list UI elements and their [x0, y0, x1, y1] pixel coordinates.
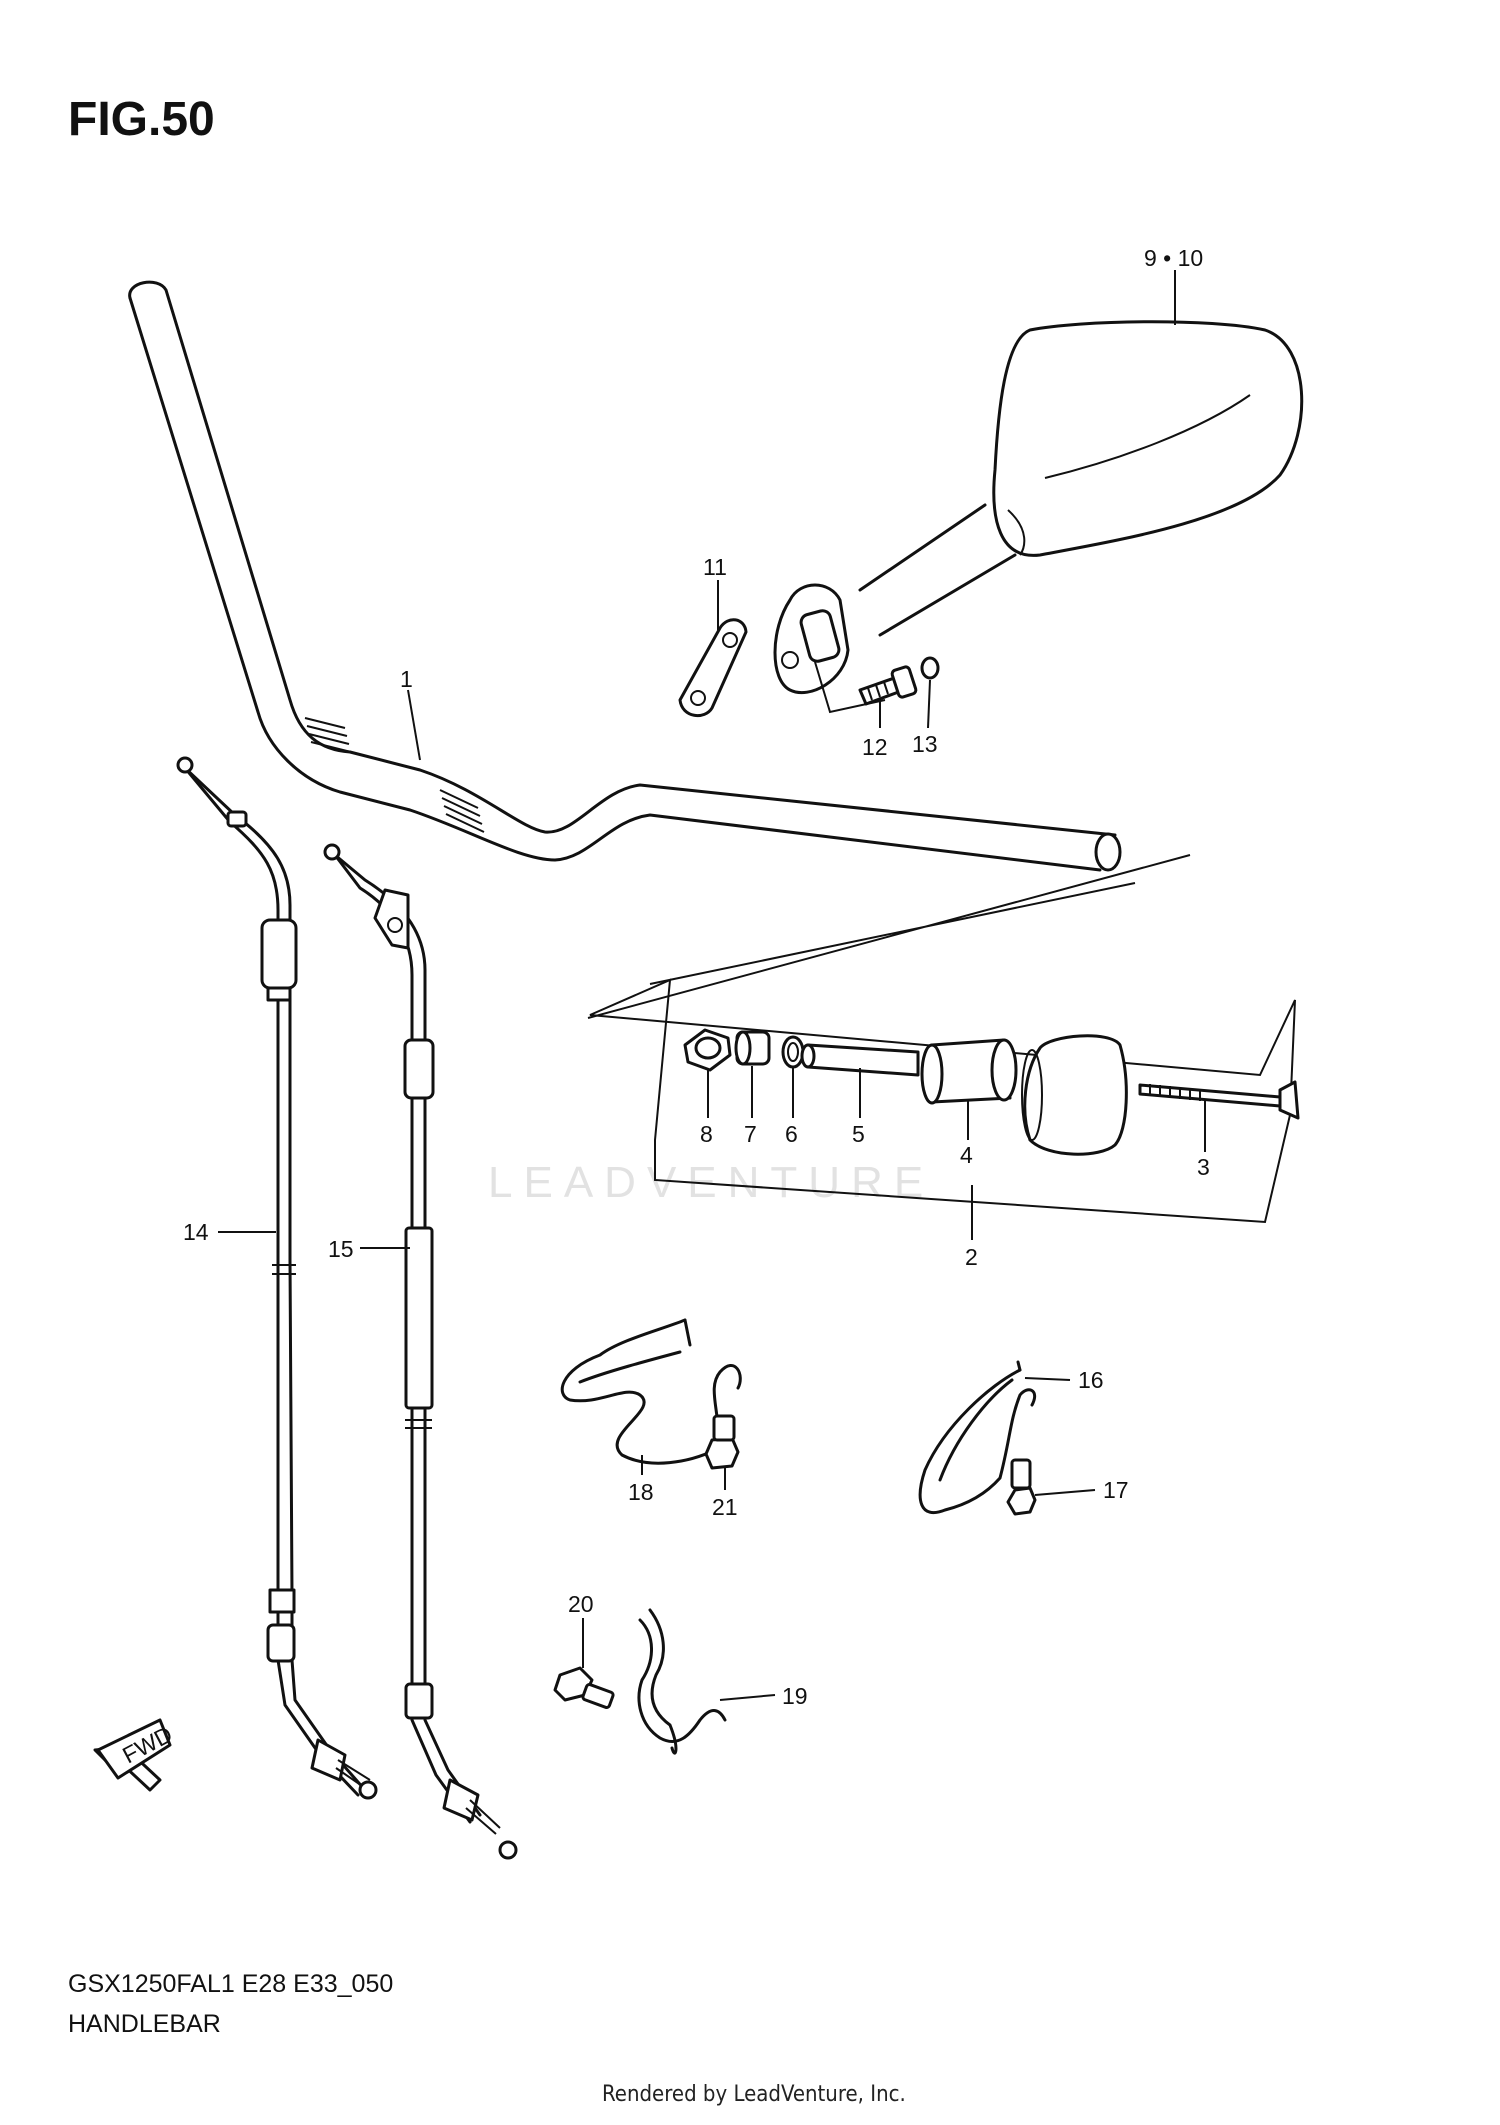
throttle-cable-no2[interactable]	[323, 843, 518, 1860]
render-credit: Rendered by LeadVenture, Inc.	[602, 2082, 906, 2107]
callout-11: 11	[703, 554, 727, 580]
section-name: HANDLEBAR	[68, 2010, 221, 2038]
handlebar[interactable]	[128, 280, 1122, 872]
callout-19: 19	[782, 1683, 808, 1709]
leader-16	[1024, 1377, 1071, 1381]
leader-19	[719, 1694, 776, 1701]
cable-clamp-18[interactable]	[560, 1318, 742, 1465]
throttle-cable-no1[interactable]	[176, 756, 378, 1800]
fwd-arrow-icon	[93, 1718, 172, 1792]
leader-17	[1034, 1489, 1096, 1496]
mirror-bracket[interactable]	[678, 618, 748, 717]
bolt-21[interactable]	[704, 1414, 740, 1470]
callout-5: 5	[852, 1121, 865, 1147]
callout-4: 4	[960, 1142, 973, 1168]
mirror[interactable]	[773, 320, 1304, 695]
bar-end-rubber[interactable]	[920, 1038, 1018, 1105]
callout-20: 20	[568, 1591, 594, 1617]
bar-end-weight[interactable]	[1021, 1034, 1128, 1156]
bar-end-washer[interactable]	[781, 1035, 805, 1069]
bar-end-spacer[interactable]	[800, 1043, 920, 1077]
bolt-cap[interactable]	[920, 656, 940, 680]
bar-end-nut[interactable]	[683, 1028, 732, 1072]
callout-910: 9 • 10	[1144, 245, 1203, 271]
bar-end-screw[interactable]	[1138, 1080, 1300, 1120]
callout-17: 17	[1103, 1477, 1129, 1503]
callout-18: 18	[628, 1479, 654, 1505]
callout-7: 7	[744, 1121, 757, 1147]
cable-clamp-16[interactable]	[918, 1360, 1037, 1514]
callout-2: 2	[965, 1244, 978, 1270]
callout-15: 15	[328, 1236, 354, 1262]
model-code: GSX1250FAL1 E28 E33_050	[68, 1970, 394, 1998]
callout-14: 14	[183, 1219, 209, 1245]
callout-1: 1	[400, 666, 413, 692]
callout-3: 3	[1197, 1154, 1210, 1180]
mirror-bolt[interactable]	[858, 665, 918, 706]
bar-end-panel	[587, 854, 1296, 1224]
bar-end-collar[interactable]	[734, 1030, 771, 1066]
callout-21: 21	[712, 1494, 738, 1520]
callout-6: 6	[785, 1121, 798, 1147]
figure-title: FIG.50	[68, 93, 215, 146]
bolt-17[interactable]	[1006, 1458, 1037, 1516]
callout-16: 16	[1078, 1367, 1104, 1393]
callout-12: 12	[862, 734, 888, 760]
bolt-bracket-line	[814, 661, 886, 714]
callout-13: 13	[912, 731, 938, 757]
callout-8: 8	[700, 1121, 713, 1147]
bolt-20[interactable]	[553, 1666, 615, 1709]
leader-13	[927, 679, 931, 729]
cable-clamp-19[interactable]	[637, 1608, 727, 1755]
leader-1	[407, 689, 421, 761]
